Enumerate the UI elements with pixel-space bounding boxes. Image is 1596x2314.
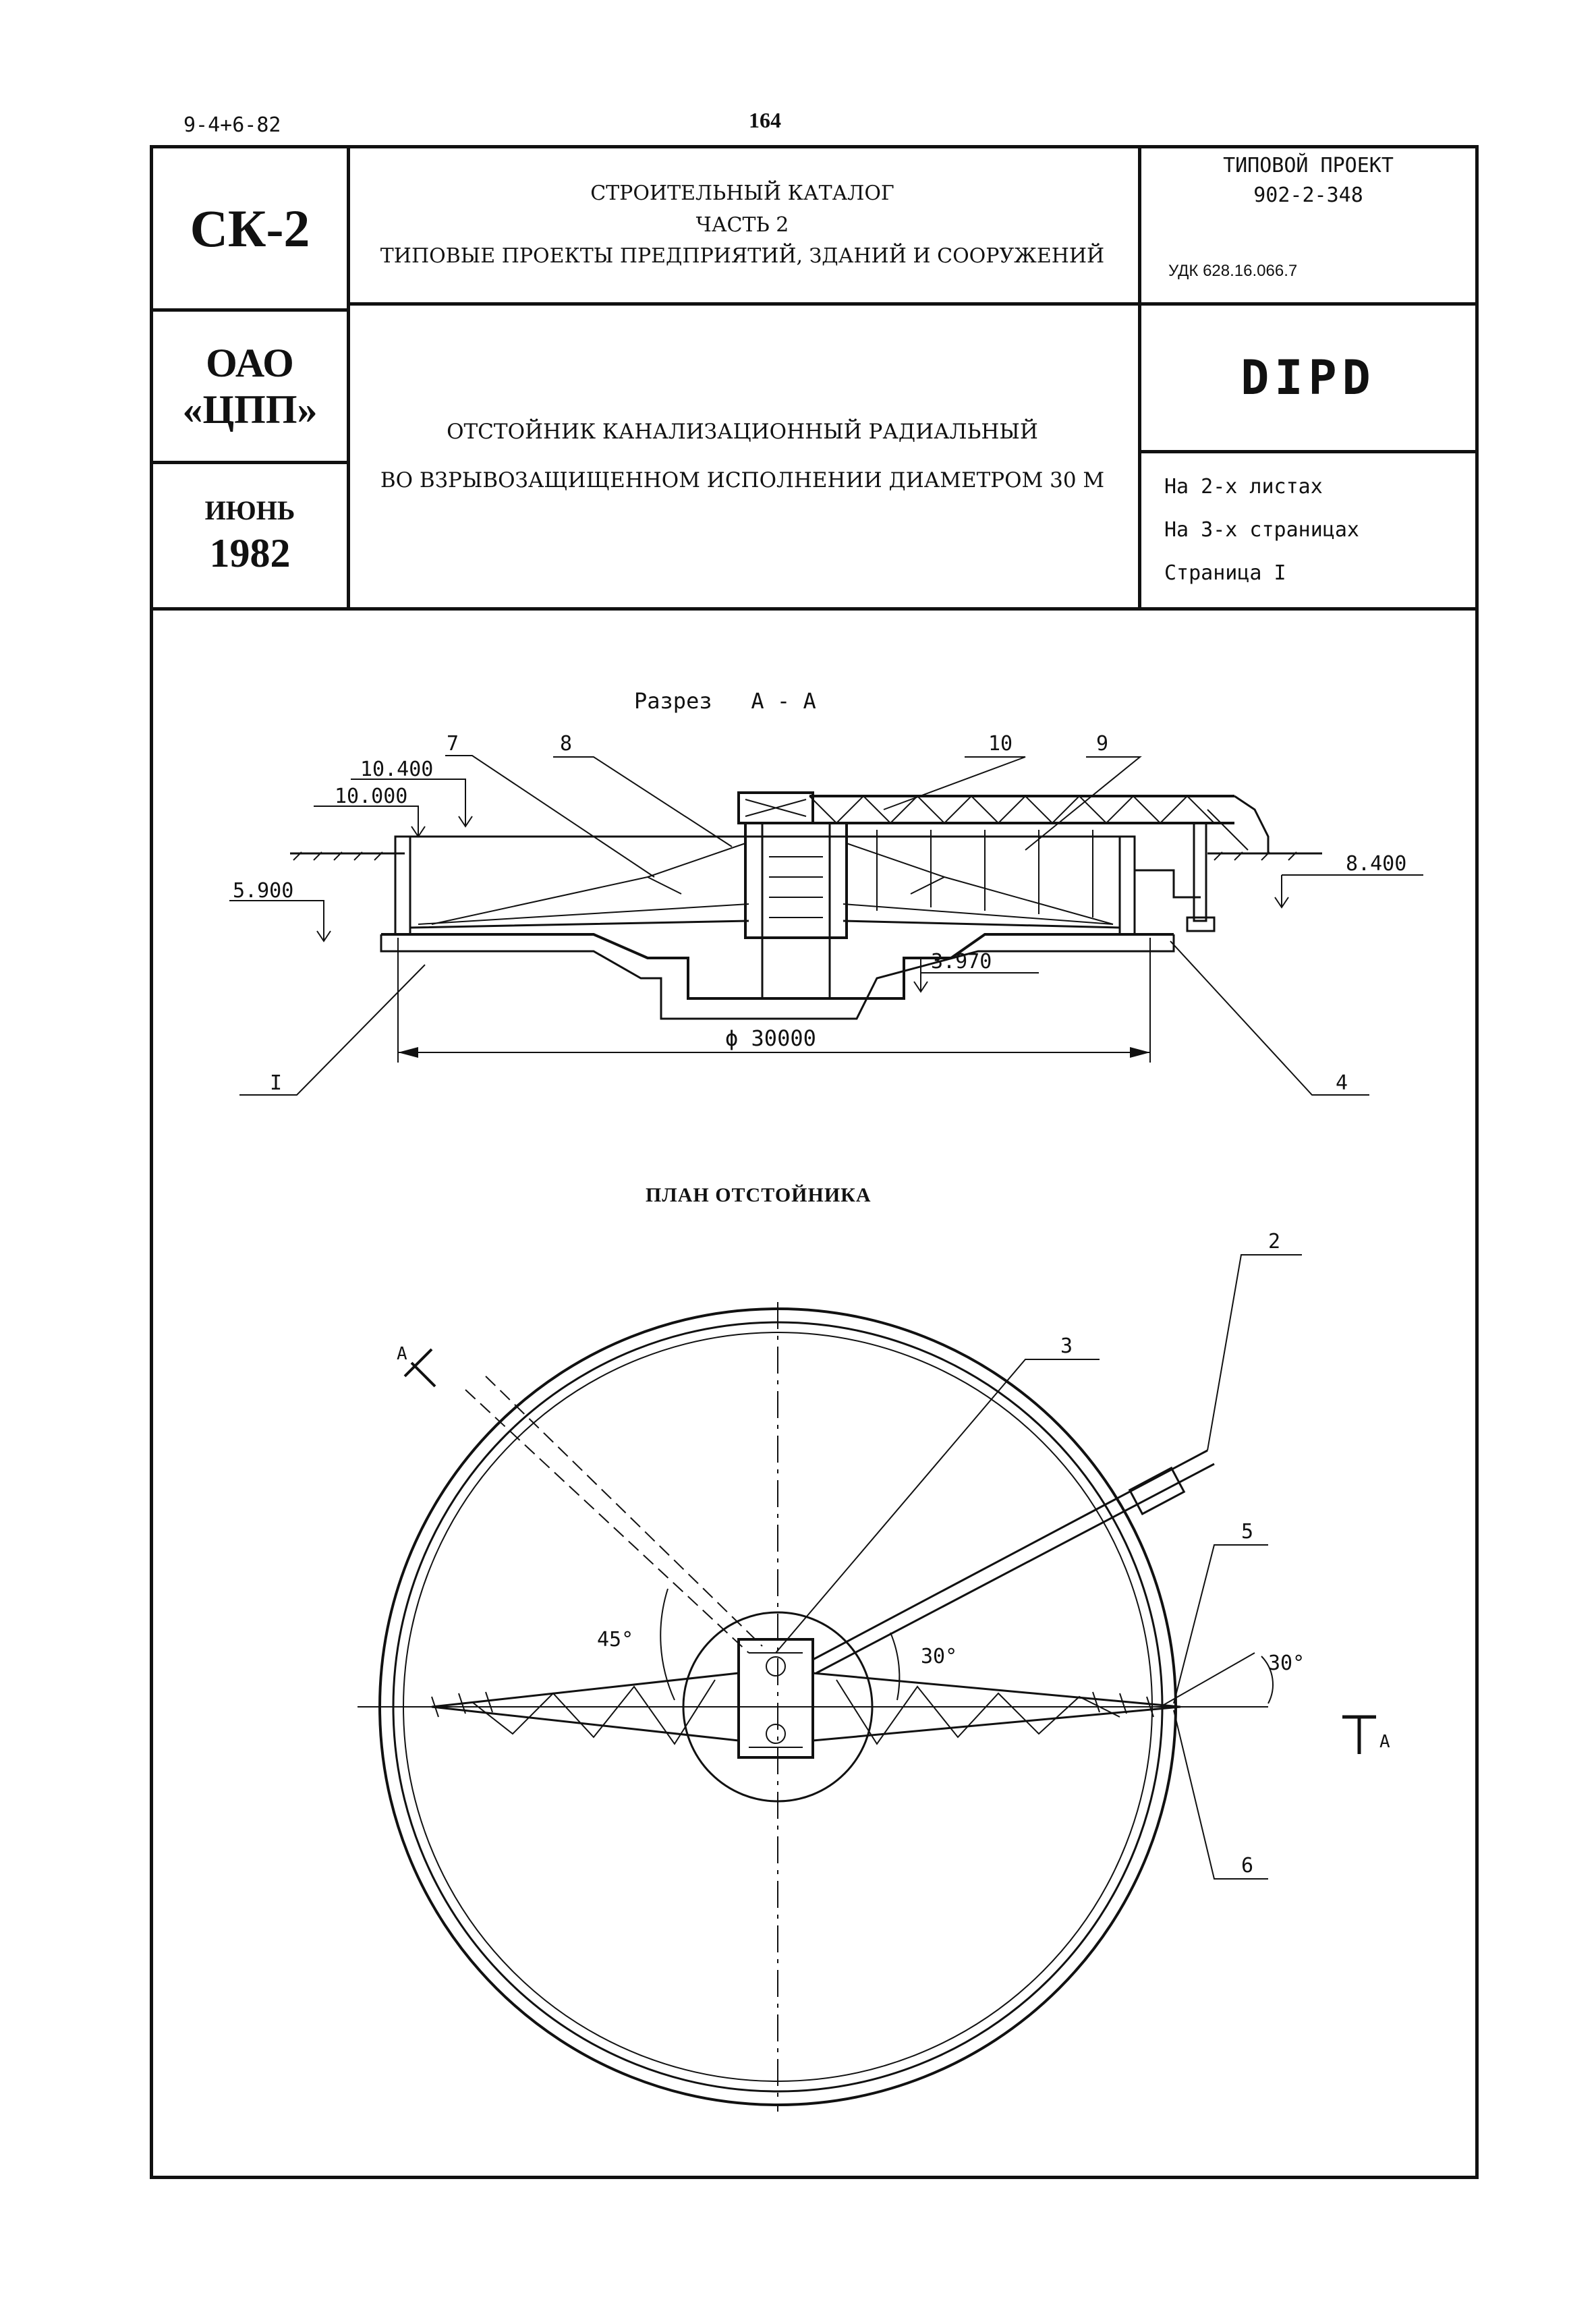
sheets-count: На 2-х листах [1164,475,1323,499]
section-mark-a-top: А [397,1344,407,1364]
elevation-3970: 3.970 [931,950,992,973]
elevation-10000: 10.000 [335,785,407,808]
angle-30-right: 30° [1268,1652,1305,1675]
elevation-10400: 10.400 [360,758,433,781]
publisher-line2: «ЦПП» [182,387,318,432]
issue-date: ИЮНЬ 1982 [153,464,347,607]
callout-4: 4 [1336,1071,1348,1095]
page-number: 164 [749,108,781,132]
project-info: ТИПОВОЙ ПРОЕКТ 902-2-348 УДК 628.16.066.… [1141,148,1475,302]
diameter-label: ϕ 30000 [725,1025,816,1051]
drawing-frame [150,145,1479,2179]
pages-count: На 3-х страницах [1164,518,1359,542]
catalog-line2: ЧАСТЬ 2 [695,213,789,237]
project-number: 902-2-348 [1253,184,1363,207]
code-mark: DIPD [1241,350,1376,405]
callout-7: 7 [447,732,459,756]
catalog-info: СТРОИТЕЛЬНЫЙ КАТАЛОГ ЧАСТЬ 2 ТИПОВЫЕ ПРО… [350,148,1135,302]
section-mark-a-right: А [1379,1732,1390,1752]
issue-month: ИЮНЬ [204,495,295,526]
plan-callout-5: 5 [1241,1520,1253,1544]
section-title: Разрез А - А [634,688,816,714]
elevation-5900: 5.900 [233,879,293,903]
document-code: 9-4+6-82 [183,113,281,137]
series-code: СК-2 [190,198,310,258]
publisher-line1: ОАО [206,340,294,385]
object-title: ОТСТОЙНИК КАНАЛИЗАЦИОННЫЙ РАДИАЛЬНЫЙ ВО … [350,306,1135,607]
udc-code: УДК 628.16.066.7 [1168,262,1298,280]
project-label: ТИПОВОЙ ПРОЕКТ [1223,154,1394,177]
plan-callout-6: 6 [1241,1854,1253,1878]
callout-9: 9 [1096,732,1108,756]
catalog-line3: ТИПОВЫЕ ПРОЕКТЫ ПРЕДПРИЯТИЙ, ЗДАНИЙ И СО… [380,244,1105,269]
angle-30-center: 30° [921,1645,957,1668]
page-index: Страница I [1164,561,1286,585]
publisher: ОАО «ЦПП» [153,312,347,461]
plan-callout-2: 2 [1268,1230,1280,1253]
callout-10: 10 [988,732,1013,756]
callout-8: 8 [560,732,572,756]
title-block [150,145,1479,611]
sheet-info: На 2-х листах На 3-х страницах Страница … [1164,465,1359,595]
plan-title: ПЛАН ОТСТОЙНИКА [646,1184,872,1206]
issue-year: 1982 [209,531,291,575]
callout-I: I [270,1071,282,1095]
object-title-line2: ВО ВЗРЫВОЗАЩИЩЕННОМ ИСПОЛНЕНИИ ДИАМЕТРОМ… [380,468,1105,492]
catalog-line1: СТРОИТЕЛЬНЫЙ КАТАЛОГ [590,181,894,206]
angle-45: 45° [597,1628,633,1652]
elevation-8400: 8.400 [1346,852,1406,876]
object-title-line1: ОТСТОЙНИК КАНАЛИЗАЦИОННЫЙ РАДИАЛЬНЫЙ [447,420,1038,445]
plan-callout-3: 3 [1060,1334,1073,1358]
